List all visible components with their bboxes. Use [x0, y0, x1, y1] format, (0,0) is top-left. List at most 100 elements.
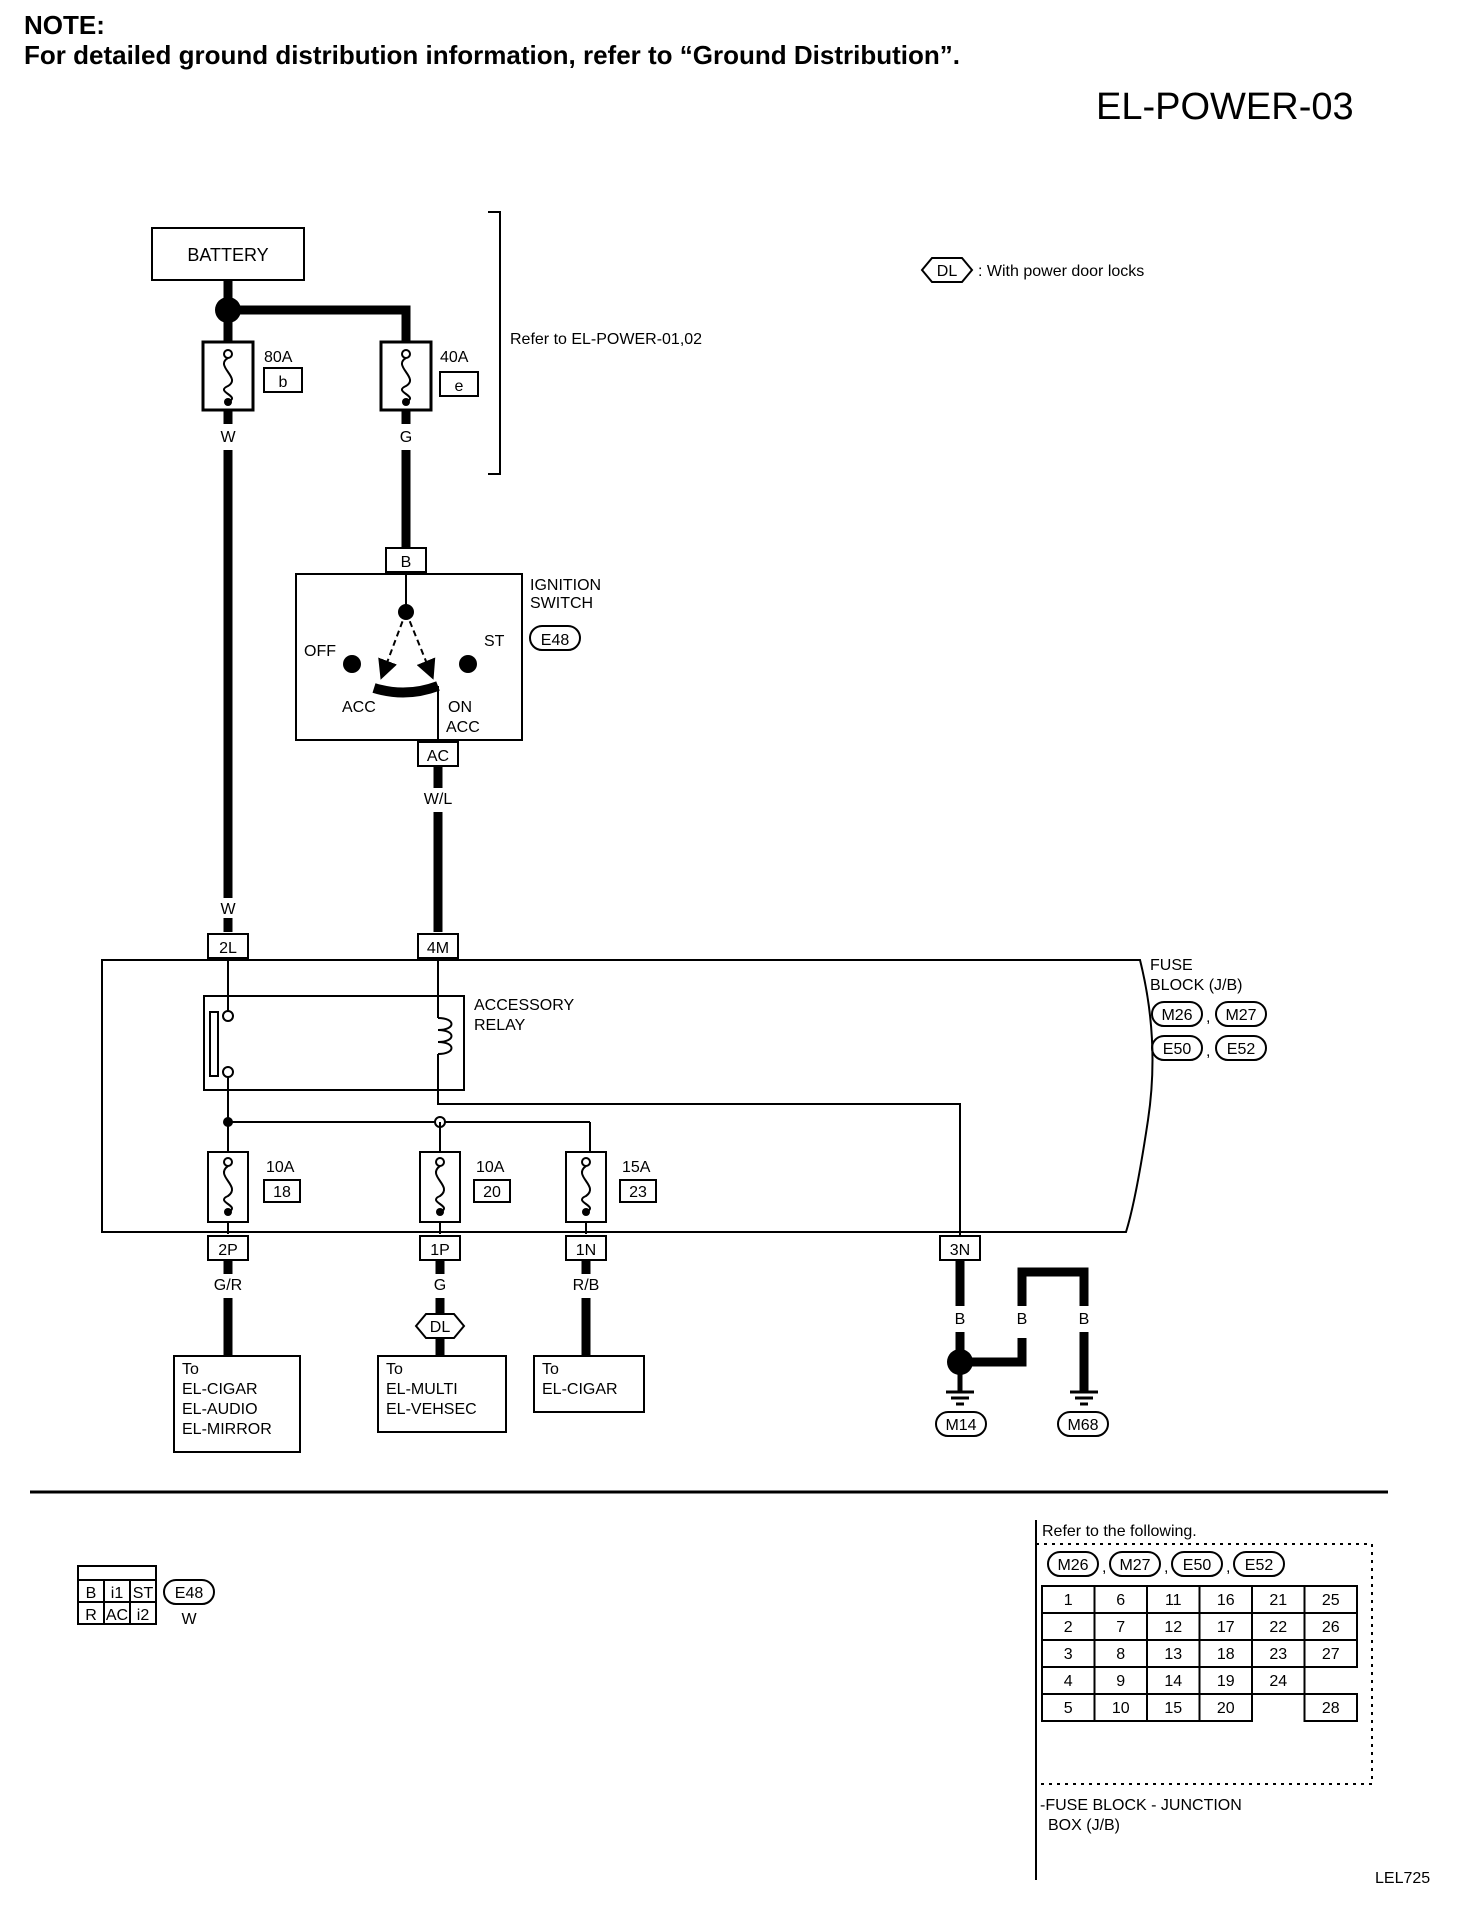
ign-pos-on-acc: ACC	[446, 719, 480, 736]
jb-grid-terminal: 19	[1217, 1673, 1235, 1690]
ign-title-2: SWITCH	[530, 595, 593, 612]
svg-text:DL: DL	[937, 263, 958, 280]
jb-grid-terminal: 15	[1164, 1700, 1182, 1717]
ign-connector-e48: E48	[529, 625, 581, 651]
jb-grid-terminal: 21	[1269, 1592, 1287, 1609]
jb-reference-frame	[1035, 1543, 1373, 1785]
svg-text:EL-MIRROR: EL-MIRROR	[182, 1421, 272, 1438]
destination-box-1: To EL-CIGAR EL-AUDIO EL-MIRROR	[173, 1355, 301, 1453]
svg-text:M26: M26	[1161, 1007, 1192, 1024]
jb-grid-cell	[1303, 1693, 1358, 1722]
wire-rb: R/B	[573, 1277, 600, 1294]
ground-wire-1: B	[955, 1311, 966, 1328]
jb-grid-terminal: 24	[1269, 1673, 1287, 1690]
svg-text:,: ,	[1102, 1559, 1106, 1576]
fb-connector-m26: M26	[1151, 1001, 1203, 1027]
fuse-23-num: 23	[629, 1184, 647, 1201]
jb-ref-connector-m26: M26	[1047, 1551, 1099, 1577]
output-terminal-2p: 2P	[207, 1235, 249, 1261]
jb-ref-connector-e52: E52	[1233, 1551, 1285, 1577]
svg-text:To: To	[386, 1361, 403, 1378]
output-terminal-1n: 1N	[565, 1235, 607, 1261]
svg-text:M27: M27	[1225, 1007, 1256, 1024]
jb-grid-terminal: 8	[1116, 1646, 1125, 1663]
jb-grid-terminal: 17	[1217, 1619, 1235, 1636]
jb-grid-terminal: 23	[1269, 1646, 1287, 1663]
svg-text:M27: M27	[1119, 1557, 1150, 1574]
fb-connector-e52: E52	[1215, 1035, 1267, 1061]
ign-pos-acc: ACC	[342, 699, 376, 716]
jb-caption-1: -FUSE BLOCK - JUNCTION	[1040, 1797, 1242, 1814]
svg-text:EL-VEHSEC: EL-VEHSEC	[386, 1401, 477, 1418]
fb-connector-m27: M27	[1215, 1001, 1267, 1027]
svg-text:E48: E48	[175, 1585, 204, 1602]
jb-grid-terminal: 16	[1217, 1592, 1235, 1609]
jb-grid-terminal: 11	[1165, 1592, 1182, 1609]
reference-code: LEL725	[1375, 1870, 1431, 1887]
fuse-20-num: 20	[483, 1184, 501, 1201]
wire-gr: G/R	[214, 1277, 242, 1294]
svg-text:E52: E52	[1227, 1041, 1256, 1058]
jb-grid-terminal: 9	[1116, 1673, 1125, 1690]
svg-text:2P: 2P	[218, 1242, 238, 1259]
refer-bracket	[488, 211, 501, 475]
ground-symbol-m14: M14	[935, 1390, 987, 1437]
output-dl-option: DL	[414, 1313, 466, 1339]
jb-grid-terminal: 7	[1116, 1619, 1125, 1636]
battery: BATTERY	[151, 227, 305, 281]
ground-terminal-3n: 3N	[939, 1235, 981, 1261]
ground-wire-3: B	[1079, 1311, 1090, 1328]
svg-text:1N: 1N	[576, 1242, 596, 1259]
wire-g-top: G	[400, 429, 412, 446]
fusible-link-80a	[201, 340, 255, 412]
fuse-80a-id: b	[279, 374, 288, 391]
relay-label-2: RELAY	[474, 1017, 526, 1034]
jb-grid-terminal: 14	[1164, 1673, 1182, 1690]
fb-connector-e50: E50	[1151, 1035, 1203, 1061]
jb-ref-connector-m27: M27	[1109, 1551, 1161, 1577]
fuse-18-num: 18	[273, 1184, 291, 1201]
svg-text:To: To	[182, 1361, 199, 1378]
svg-text:EL-CIGAR: EL-CIGAR	[182, 1381, 258, 1398]
svg-text:To: To	[542, 1361, 559, 1378]
svg-text:,: ,	[1206, 1043, 1210, 1060]
jb-grid-terminal: 1	[1064, 1592, 1073, 1609]
jb-grid-terminal: 25	[1322, 1592, 1340, 1609]
jb-grid-terminal: 3	[1064, 1646, 1073, 1663]
legend-text: : With power door locks	[978, 263, 1144, 280]
svg-text:EL-CIGAR: EL-CIGAR	[542, 1381, 618, 1398]
svg-text:W: W	[181, 1611, 197, 1628]
destination-box-3: To EL-CIGAR	[533, 1355, 645, 1413]
jb-grid-terminal: 28	[1322, 1700, 1340, 1717]
fuse-80a-rating: 80A	[264, 349, 293, 366]
fuse-block: 2L 4M ACCESSORY RELAY 10A 18	[101, 933, 1154, 1236]
svg-text:EL-AUDIO: EL-AUDIO	[182, 1401, 258, 1418]
svg-text:i1: i1	[111, 1585, 124, 1602]
jb-grid-cell	[1303, 1639, 1358, 1668]
fuse-40a-rating: 40A	[440, 349, 469, 366]
ground-symbol-m68: M68	[1057, 1390, 1109, 1437]
refer-note: Refer to EL-POWER-01,02	[510, 331, 702, 348]
ground-wire-2: B	[1017, 1311, 1028, 1328]
svg-text:1P: 1P	[430, 1242, 450, 1259]
fb-terminal-2l: 2L	[219, 940, 237, 957]
ign-pos-on: ON	[448, 699, 472, 716]
jb-grid-terminal: 10	[1112, 1700, 1130, 1717]
fusible-link-40a	[379, 340, 433, 412]
wire-wl: W/L	[424, 791, 453, 808]
jb-grid-terminal: 27	[1322, 1646, 1340, 1663]
svg-text:,: ,	[1206, 1009, 1210, 1026]
jb-grid-terminal: 22	[1269, 1619, 1287, 1636]
fb-terminal-4m: 4M	[427, 940, 449, 957]
svg-text:R: R	[85, 1607, 97, 1624]
svg-text:B: B	[86, 1585, 97, 1602]
fuse-23-rating: 15A	[622, 1159, 651, 1176]
jb-grid-terminal: 12	[1164, 1619, 1182, 1636]
svg-text:3N: 3N	[950, 1242, 970, 1259]
svg-text:E50: E50	[1163, 1041, 1192, 1058]
svg-text:,: ,	[1164, 1559, 1168, 1576]
wire-w-bottom: W	[220, 901, 236, 918]
ign-title-1: IGNITION	[530, 577, 601, 594]
